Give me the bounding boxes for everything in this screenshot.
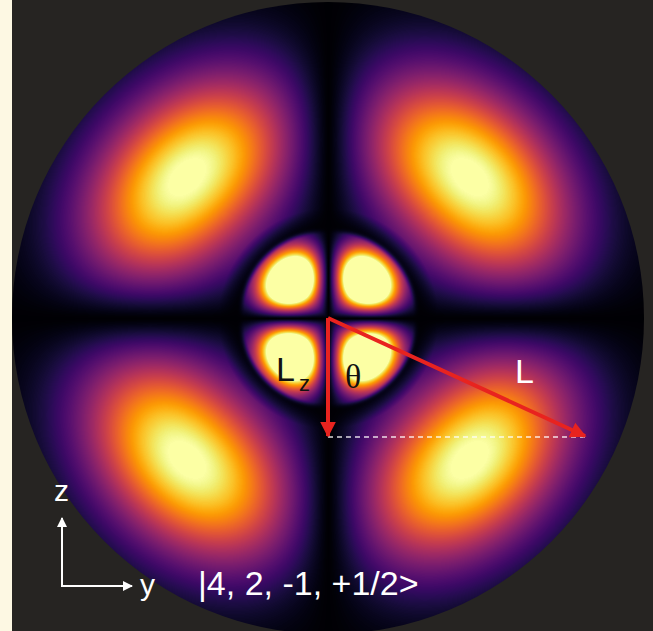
lz-vector [326, 318, 330, 436]
vector-label: L [515, 354, 534, 388]
axis-label: z [54, 476, 69, 506]
state-label: |4, 2, -1, +1/2> [198, 566, 419, 600]
vector-label: L [276, 352, 295, 386]
dashed-guide [328, 436, 588, 438]
margin-strip [0, 0, 12, 631]
angle-label: θ [345, 360, 361, 394]
axis-label: y [140, 570, 155, 600]
y-axis [61, 585, 132, 587]
z-axis [61, 518, 63, 586]
l-vector [328, 318, 585, 436]
subscript-label: z [299, 373, 310, 395]
